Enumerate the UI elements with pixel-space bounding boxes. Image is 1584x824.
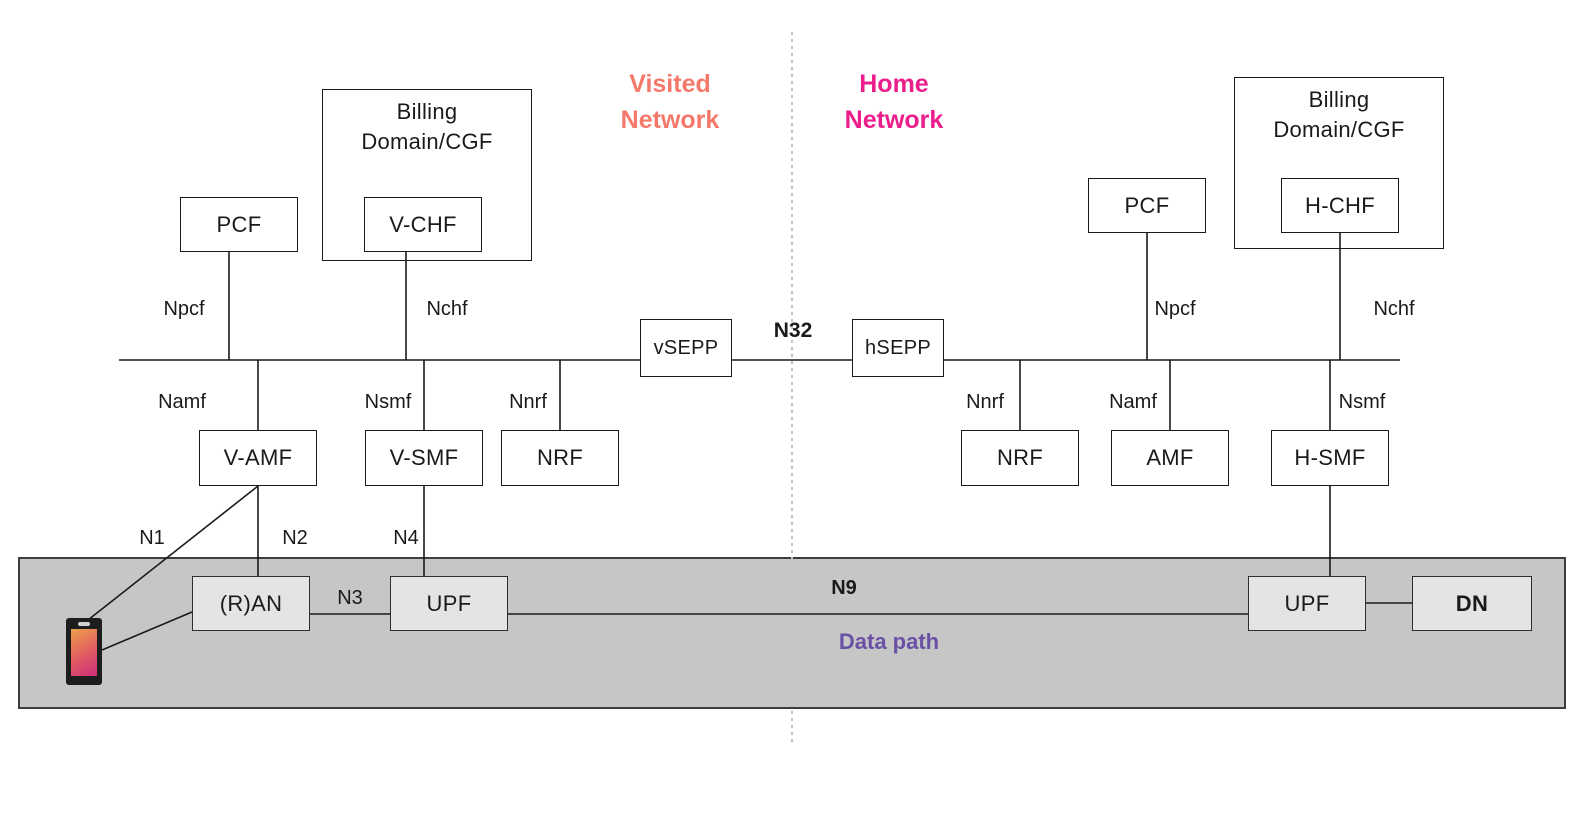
ue-phone-speaker	[78, 622, 90, 626]
node-h-chf: H-CHF	[1281, 178, 1399, 233]
ue-to-ran-line	[101, 611, 193, 651]
iface-label-nnrf-home: Nnrf	[966, 391, 1004, 413]
node-pcf-home: PCF	[1088, 178, 1206, 233]
iface-label-namf-home: Namf	[1109, 391, 1157, 413]
iface-label-n3: N3	[337, 587, 363, 609]
node-upf-home: UPF	[1248, 576, 1366, 631]
iface-label-npcf-home: Npcf	[1154, 298, 1196, 320]
node-h-smf: H-SMF	[1271, 430, 1389, 486]
zone-label-home-network: Home Network	[844, 70, 944, 135]
iface-label-n4: N4	[393, 527, 419, 549]
node-ran: (R)AN	[192, 576, 310, 631]
data-path-label: Data path	[838, 629, 940, 654]
iface-label-nsmf-home: Nsmf	[1338, 391, 1386, 413]
node-hsepp: hSEPP	[852, 319, 944, 377]
ue-phone-icon	[66, 618, 102, 685]
n1-line	[87, 485, 259, 621]
iface-label-n32: N32	[773, 319, 813, 342]
node-v-amf: V-AMF	[199, 430, 317, 486]
node-nrf-visited: NRF	[501, 430, 619, 486]
node-v-chf: V-CHF	[364, 197, 482, 252]
iface-label-n1: N1	[139, 527, 165, 549]
iface-label-namf-visited: Namf	[158, 391, 206, 413]
iface-label-nnrf-visited: Nnrf	[509, 391, 547, 413]
node-billing-domain-cgf-home: Billing Domain/CGF	[1234, 77, 1444, 249]
iface-label-n2: N2	[282, 527, 308, 549]
node-v-smf: V-SMF	[365, 430, 483, 486]
ue-phone-screen	[71, 629, 97, 676]
node-pcf-visited: PCF	[180, 197, 298, 252]
node-upf-visited: UPF	[390, 576, 508, 631]
iface-label-nchf-visited: Nchf	[426, 298, 468, 320]
iface-label-npcf-visited: Npcf	[163, 298, 205, 320]
node-nrf-home: NRF	[961, 430, 1079, 486]
iface-label-nchf-home: Nchf	[1373, 298, 1415, 320]
node-amf-home: AMF	[1111, 430, 1229, 486]
node-dn: DN	[1412, 576, 1532, 631]
iface-label-nsmf-visited: Nsmf	[364, 391, 412, 413]
node-billing-domain-cgf-visited: Billing Domain/CGF	[322, 89, 532, 261]
node-vsepp: vSEPP	[640, 319, 732, 377]
iface-label-n9: N9	[831, 577, 857, 599]
zone-label-visited-network: Visited Network	[620, 70, 720, 135]
